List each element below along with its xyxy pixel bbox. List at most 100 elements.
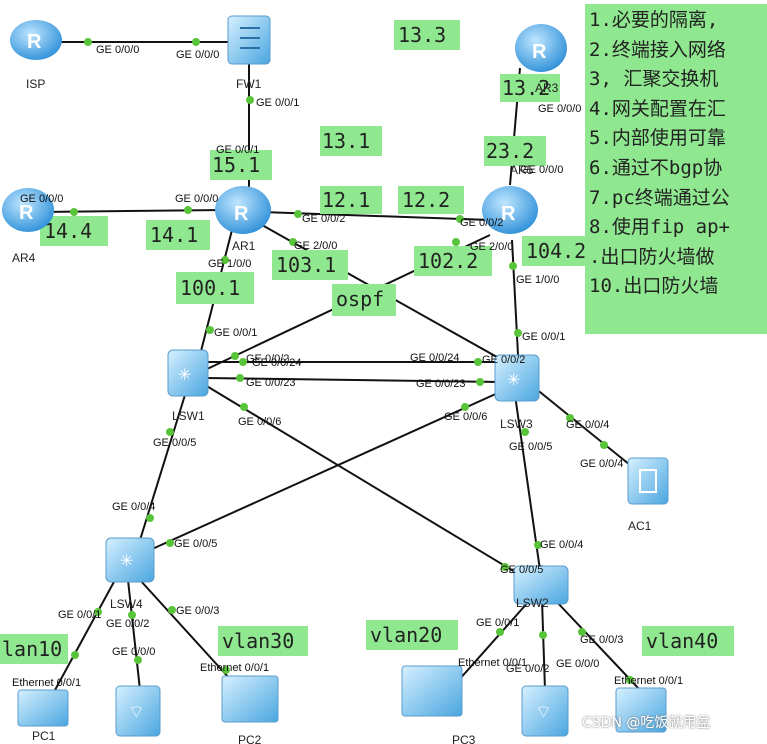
port-label: GE 0/0/2	[106, 618, 149, 630]
port-dot	[166, 428, 174, 436]
svg-text:R: R	[532, 41, 547, 63]
link-lsw4-ap1	[127, 579, 141, 691]
device-label-isp: ISP	[26, 77, 45, 91]
note-bg	[320, 186, 382, 214]
ap-lsw2[interactable]: ⌔	[521, 685, 569, 737]
port-dot	[231, 352, 239, 360]
pc-pc4[interactable]	[615, 687, 667, 733]
device-label-lsw4: LSW4	[110, 597, 143, 611]
pc-pc3[interactable]: PC3	[401, 665, 476, 744]
router-isp[interactable]: R ISP	[10, 20, 62, 91]
note-12-2: 12.2	[402, 188, 450, 212]
note-bg	[210, 150, 272, 180]
port-label: GE 1/0/0	[516, 274, 559, 286]
requirement-line: 8.使用fip ap+	[589, 216, 730, 239]
ap-lsw4[interactable]: ⌔	[115, 685, 161, 737]
router-ar5[interactable]: R AR5	[482, 163, 538, 234]
port-label: GE 0/0/1	[256, 97, 299, 109]
port-label: GE 0/0/0	[20, 193, 63, 205]
port-dot	[496, 628, 504, 636]
router-ar1[interactable]: R AR1	[215, 186, 271, 253]
switch-lsw3[interactable]: ✳ LSW3	[494, 354, 540, 431]
port-dot	[600, 441, 608, 449]
ip-notes: 13.3 13.1 13.2 23.2 15.1 12.1 12.2 14.4 …	[0, 20, 734, 664]
note-bg	[398, 186, 464, 214]
controller-ac1[interactable]: AC1	[627, 457, 669, 533]
note-bg	[146, 220, 210, 250]
note-vlan10: lan10	[2, 637, 62, 661]
ac-icon	[627, 457, 669, 505]
port-label: GE 0/0/4	[540, 539, 583, 551]
port-label: GE 0/0/0	[96, 44, 139, 56]
note-ospf: ospf	[336, 287, 384, 311]
requirement-line: 6.通过不bgp协	[589, 156, 723, 179]
switch-lsw2[interactable]: LSW2	[513, 565, 569, 610]
device-label-lsw3: LSW3	[500, 417, 533, 431]
requirement-line: 2.终端接入网络	[589, 38, 726, 61]
router-ar4[interactable]: R AR4	[2, 188, 54, 265]
port-label: GE 2/0/0	[294, 240, 337, 252]
port-label: GE 0/0/2	[302, 213, 345, 225]
note-bg	[500, 74, 560, 102]
firewall-icon	[227, 15, 271, 65]
pc-pc1[interactable]: PC1	[17, 689, 69, 743]
pc-icon	[401, 665, 463, 717]
port-dot	[509, 262, 517, 270]
firewall-fw1[interactable]: FW1	[227, 15, 271, 91]
port-label: GE 0/0/1	[58, 609, 101, 621]
port-dot	[474, 358, 482, 366]
port-dot	[456, 215, 464, 223]
note-bg	[218, 626, 308, 656]
device-label-pc3: PC3	[452, 733, 476, 744]
port-label: GE 0/0/5	[174, 538, 217, 550]
port-label: GE 0/0/6	[444, 411, 487, 423]
port-dot	[239, 358, 247, 366]
port-label: GE 0/0/24	[410, 352, 460, 364]
router-ar3[interactable]: R AR3	[515, 24, 567, 95]
switch-lsw4[interactable]: ✳ LSW4	[105, 537, 155, 611]
device-label-pc2: PC2	[238, 733, 262, 744]
port-label: GE 0/0/3	[580, 634, 623, 646]
port-labels: GE 0/0/0 GE 0/0/0 GE 0/0/1 GE 0/0/1 GE 0…	[12, 44, 683, 689]
requirement-line: 7.pc终端通过公	[589, 186, 730, 209]
port-dot	[184, 206, 192, 214]
port-label: GE 0/0/23	[416, 378, 466, 390]
device-label-ar5: AR5	[510, 163, 534, 177]
port-label: GE 0/0/23	[246, 377, 296, 389]
device-label-ac1: AC1	[628, 519, 652, 533]
note-bg	[320, 126, 382, 156]
device-label-lsw1: LSW1	[172, 409, 205, 423]
port-label: GE 0/0/0	[520, 164, 563, 176]
switch-lsw1[interactable]: ✳ LSW1	[167, 349, 209, 423]
note-12-1: 12.1	[322, 188, 370, 212]
requirement-line: .出口防火墙做	[589, 245, 715, 268]
port-label: Ethernet 0/0/1	[614, 675, 683, 687]
port-dot	[246, 96, 254, 104]
port-dot	[236, 374, 244, 382]
note-13-2: 13.2	[502, 76, 550, 100]
port-label: GE 0/0/1	[522, 331, 565, 343]
router-icon	[482, 186, 538, 234]
port-dot	[461, 403, 469, 411]
port-label: GE 0/0/2	[246, 353, 289, 365]
note-bg	[394, 20, 460, 50]
port-dot	[521, 428, 529, 436]
port-dot	[452, 238, 460, 246]
pc-pc2[interactable]: PC2	[221, 675, 279, 744]
link-lsw3-lsw2	[514, 394, 541, 571]
port-label: GE 0/0/1	[214, 327, 257, 339]
port-label: GE 0/0/5	[153, 437, 196, 449]
port-label: Ethernet 0/0/1	[458, 657, 527, 669]
port-label: GE 0/0/0	[538, 103, 581, 115]
note-vlan30: vlan30	[222, 629, 294, 653]
port-label: GE 0/0/0	[556, 658, 599, 670]
port-dot	[84, 38, 92, 46]
port-label: Ethernet 0/0/1	[200, 662, 269, 674]
svg-text:R: R	[27, 31, 42, 53]
port-label: GE 0/0/5	[500, 564, 543, 576]
port-dot	[476, 378, 484, 386]
router-icon	[10, 20, 62, 60]
link-lsw3-lsw4	[149, 391, 501, 551]
port-label: GE 0/0/0	[175, 193, 218, 205]
port-label: GE 0/0/2	[460, 217, 503, 229]
